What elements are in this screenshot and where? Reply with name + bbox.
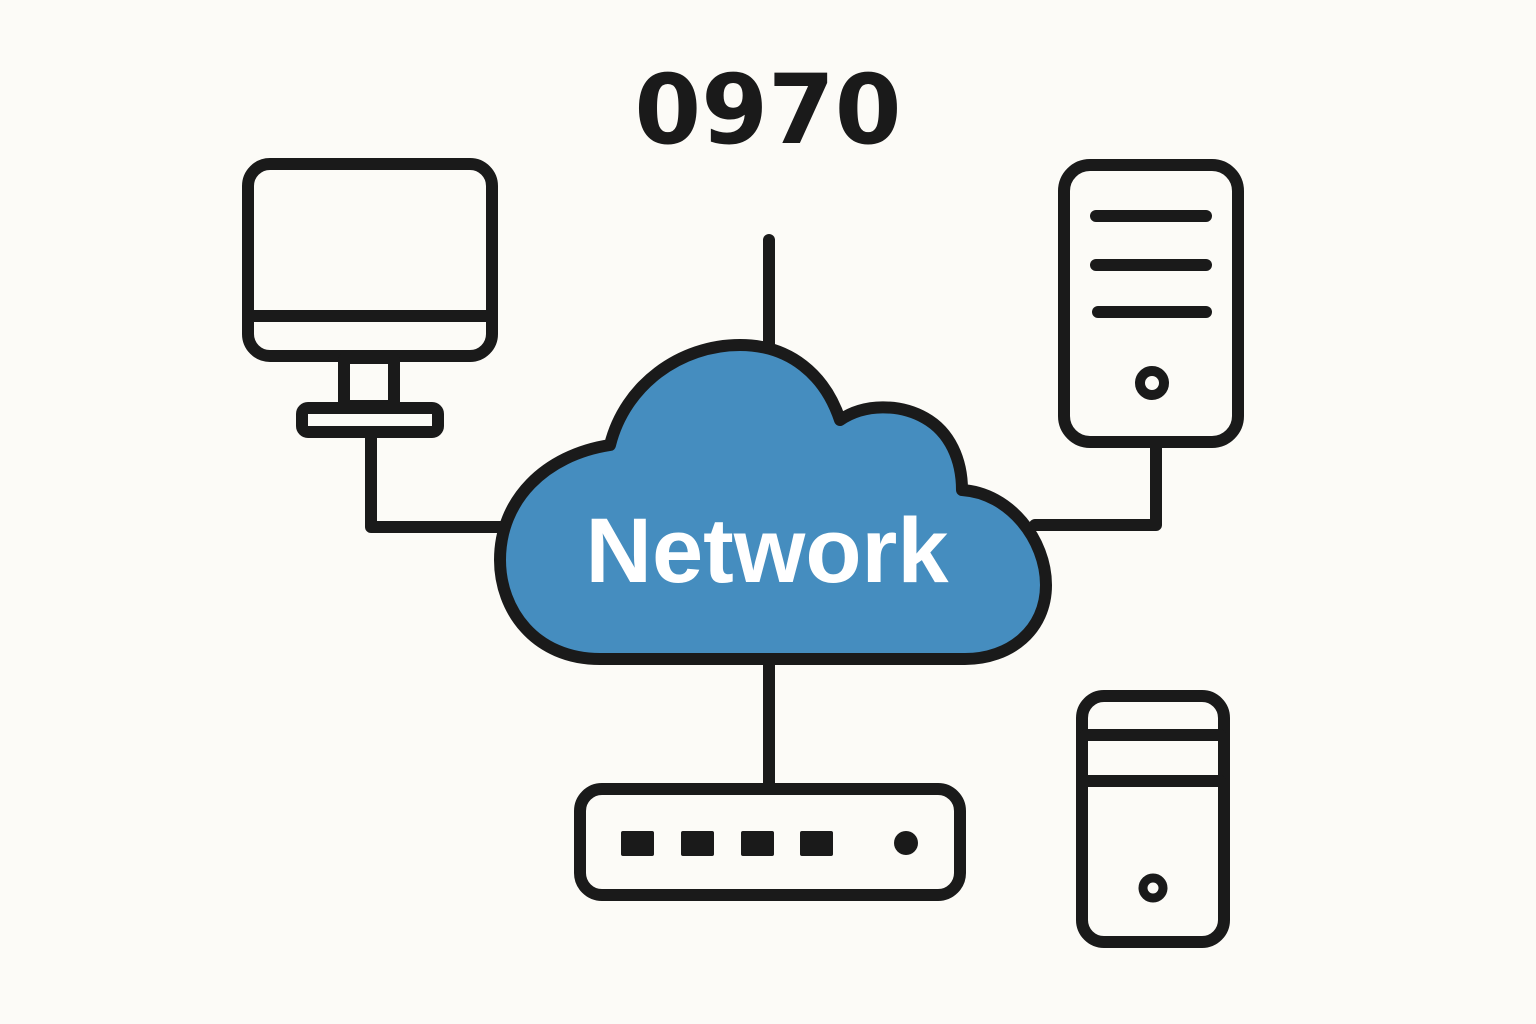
- router-port-2: [681, 831, 714, 856]
- router-port-4: [800, 831, 833, 856]
- router-icon: [574, 783, 966, 901]
- diagram-title: 0970: [634, 54, 901, 166]
- monitor-screen: [242, 158, 498, 362]
- server-case: [1058, 159, 1244, 448]
- pc-tower-icon: [1076, 690, 1230, 948]
- monitor-base: [296, 402, 444, 438]
- server-power-button: [1135, 366, 1169, 400]
- monitor-icon: [242, 158, 498, 438]
- router-port-3: [741, 831, 774, 856]
- router-port-1: [621, 831, 654, 856]
- cloud-icon: Network: [494, 339, 1052, 665]
- link-monitor-cloud: [365, 426, 506, 533]
- connection-lines: [365, 234, 1162, 791]
- monitor-neck: [338, 352, 400, 412]
- server-icon: [1058, 159, 1244, 448]
- router-status-led: [894, 831, 918, 855]
- pc-tower-power-button: [1138, 873, 1168, 903]
- cloud-shape: [494, 339, 1052, 665]
- cloud-label: Network: [586, 500, 950, 602]
- pc-tower-case: [1076, 690, 1230, 948]
- link-server-cloud: [1029, 440, 1162, 531]
